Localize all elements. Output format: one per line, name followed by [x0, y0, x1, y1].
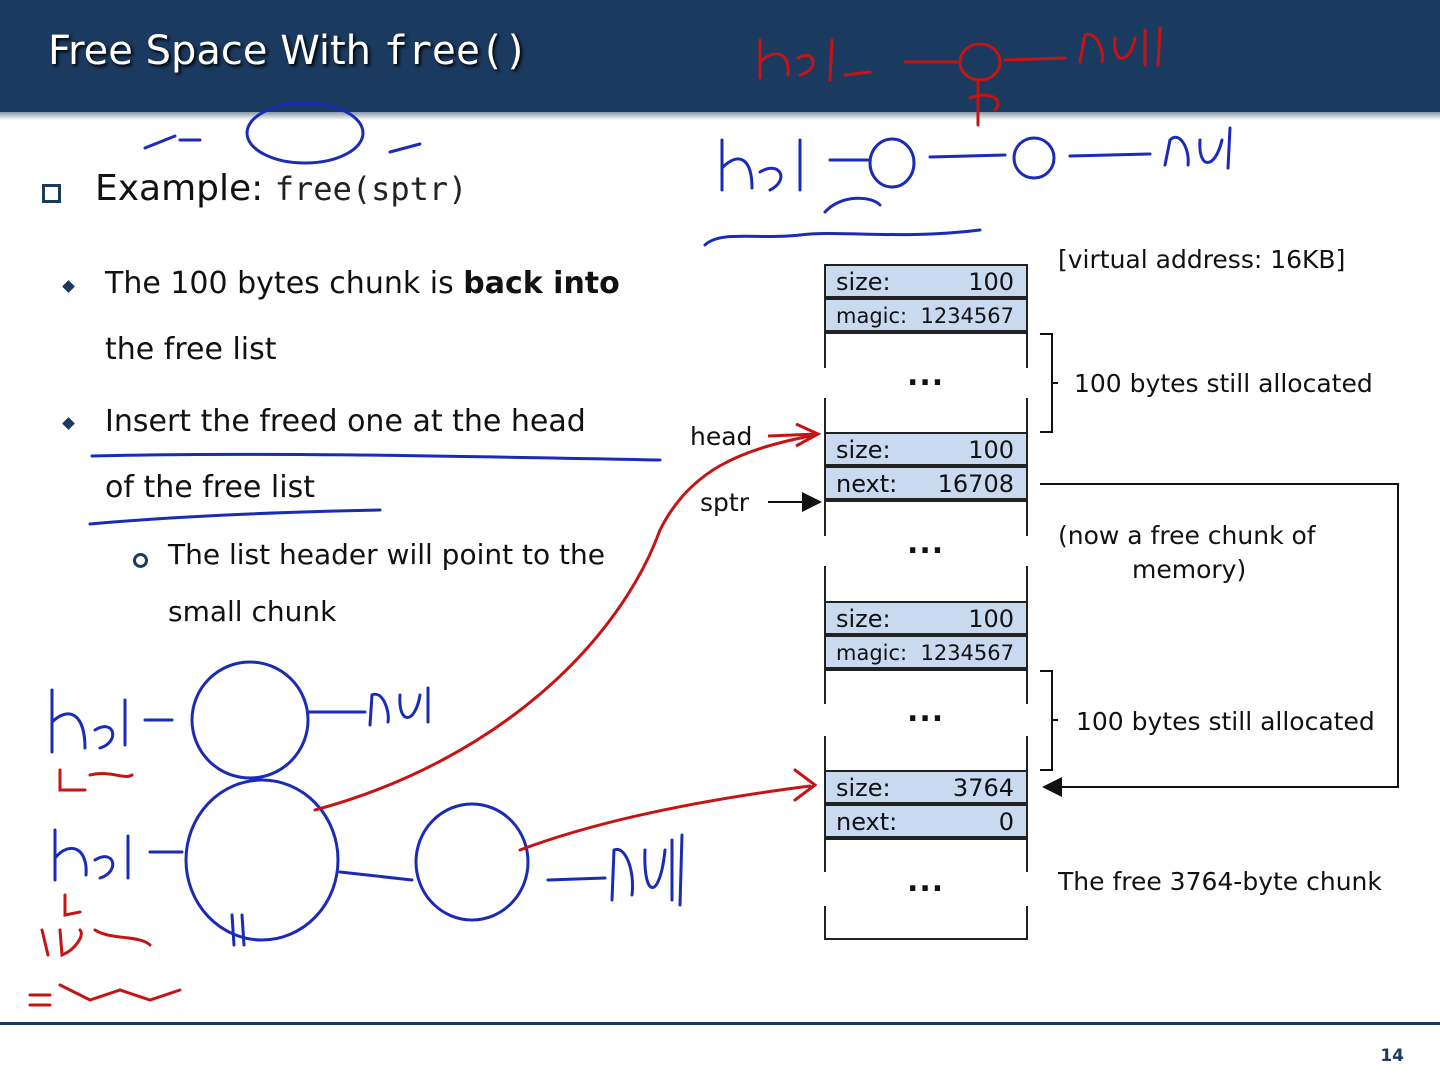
cell-key: magic: — [836, 641, 908, 665]
cell-value: 16708 — [937, 470, 1014, 498]
sub-bullet-line-2: small chunk — [168, 595, 337, 628]
cell-key: size: — [836, 774, 891, 802]
cell-value: 100 — [968, 268, 1014, 296]
handwriting-red — [28, 26, 1162, 1007]
title-bar — [0, 0, 1440, 112]
sub-bullet-line-1: The list header will point to the — [168, 538, 605, 571]
memory-cell-size: size: 100 — [824, 264, 1028, 298]
allocated-label-1: 100 bytes still allocated — [1074, 369, 1373, 398]
free-3764-label: The free 3764-byte chunk — [1058, 867, 1382, 896]
slide-title: Free Space With free() — [48, 28, 528, 74]
memory-cell-size: size: 100 — [824, 432, 1028, 466]
cell-value: 1234567 — [920, 641, 1014, 665]
free-chunk-label-line-1: (now a free chunk of — [1058, 521, 1316, 550]
memory-cell-magic: magic: 1234567 — [824, 298, 1028, 332]
memory-cell-size: size: 100 — [824, 601, 1028, 635]
example-line: Example: free(sptr) — [95, 168, 467, 209]
cell-value: 1234567 — [920, 304, 1014, 328]
title-text: Free Space With — [48, 28, 384, 74]
cell-key: size: — [836, 268, 891, 296]
title-code: free() — [383, 28, 529, 74]
example-code: free(sptr) — [274, 170, 468, 208]
footer-line — [0, 1022, 1440, 1025]
bracket-1 — [1040, 333, 1058, 433]
memory-ellipsis: ... — [907, 526, 945, 561]
title-bar-shadow — [0, 112, 1440, 120]
memory-gap-break — [820, 368, 1032, 398]
bullet-1-text: The 100 bytes chunk is — [105, 266, 464, 301]
cell-key: magic: — [836, 304, 908, 328]
cell-value: 3764 — [952, 774, 1014, 802]
bullet-1-bold: back into — [463, 266, 620, 301]
bullet-1-line-1: The 100 bytes chunk is back into — [105, 266, 620, 301]
cell-value: 0 — [998, 808, 1014, 836]
example-label: Example: — [95, 168, 275, 209]
memory-gap-break — [820, 704, 1032, 736]
memory-ellipsis: ... — [907, 358, 945, 393]
sptr-pointer-label: sptr — [700, 488, 749, 517]
memory-cell-size: size: 3764 — [824, 770, 1028, 804]
memory-cell-next: next: 16708 — [824, 466, 1028, 500]
page-number: 14 — [1380, 1046, 1404, 1066]
handwriting-blue — [50, 101, 1232, 947]
circle-bullet-icon — [133, 553, 148, 568]
memory-gap-break — [820, 872, 1032, 906]
free-chunk-label-line-2: memory) — [1132, 555, 1247, 584]
allocated-label-2: 100 bytes still allocated — [1076, 707, 1375, 736]
memory-ellipsis: ... — [907, 694, 945, 729]
virtual-address-label: [virtual address: 16KB] — [1058, 245, 1346, 274]
next-pointer-line — [1040, 483, 1399, 797]
square-bullet-icon — [42, 184, 61, 203]
bullet-2-line-2: of the free list — [105, 470, 315, 505]
bracket-2 — [1040, 670, 1058, 771]
cell-key: next: — [836, 470, 898, 498]
cell-key: next: — [836, 808, 898, 836]
head-arrow — [767, 432, 819, 438]
memory-cell-next: next: 0 — [824, 804, 1028, 838]
head-arrow-tip — [795, 422, 822, 448]
bullet-1-line-2: the free list — [105, 332, 277, 367]
memory-cell-magic: magic: 1234567 — [824, 635, 1028, 669]
cell-value: 100 — [968, 605, 1014, 633]
memory-ellipsis: ... — [907, 864, 945, 899]
cell-key: size: — [836, 605, 891, 633]
cell-value: 100 — [968, 436, 1014, 464]
head-pointer-label: head — [690, 422, 753, 451]
cell-key: size: — [836, 436, 891, 464]
bullet-2-line-1: Insert the freed one at the head — [105, 404, 586, 439]
memory-gap-break — [820, 536, 1032, 566]
